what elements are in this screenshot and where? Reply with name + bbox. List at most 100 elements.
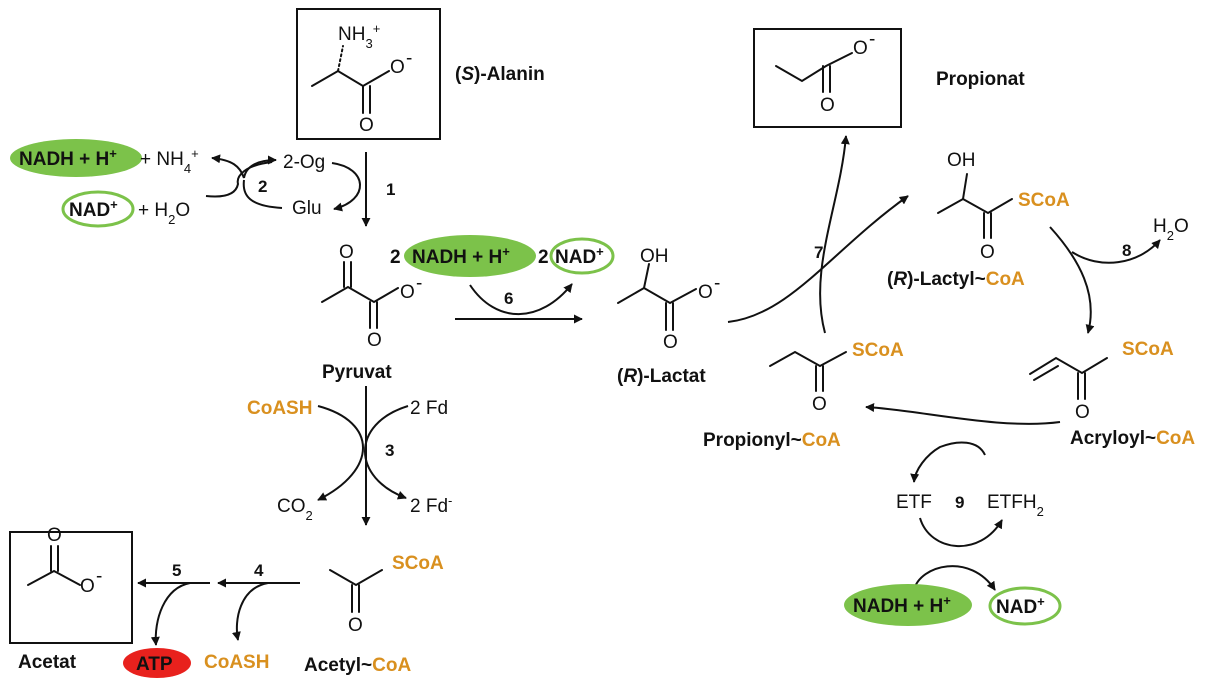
- acetate-label: Acetat: [18, 652, 77, 673]
- step4-coash-arrow: [232, 582, 269, 641]
- step3-coash-to-co2: [317, 405, 364, 501]
- svg-text:-: -: [96, 566, 102, 587]
- svg-text:O: O: [663, 332, 678, 353]
- lactate-label: (R)-Lactat: [617, 366, 706, 387]
- svg-text:O: O: [339, 242, 354, 263]
- svg-text:O: O: [980, 242, 995, 263]
- svg-text:O: O: [400, 282, 415, 303]
- nad-ring-step9: [988, 586, 1062, 626]
- etfh2-label: ETFH2: [987, 492, 1044, 519]
- svg-text:SCoA: SCoA: [392, 553, 444, 574]
- step9-etfh2-to-etf: [910, 441, 986, 483]
- svg-text:-: -: [869, 29, 875, 50]
- step4-number: 4: [254, 561, 264, 580]
- step2-arrow-og: [243, 155, 277, 179]
- glu-label: Glu: [292, 198, 322, 219]
- h2o-label-step8: H2O: [1153, 216, 1189, 243]
- acryloyl-coa-structure: O SCoA: [1029, 339, 1174, 423]
- svg-text:OH: OH: [640, 246, 669, 267]
- acetyl-coa-structure: O SCoA: [329, 553, 444, 636]
- acetyl-coa-label: Acetyl~CoA: [304, 655, 411, 676]
- lactate-structure: OH O - O: [617, 246, 720, 353]
- acetate-box: [9, 531, 133, 644]
- svg-text:O: O: [820, 95, 835, 116]
- atp-pill: [123, 648, 191, 678]
- svg-text:-: -: [406, 48, 412, 69]
- svg-text:O: O: [812, 394, 827, 415]
- step9-main-arrow: [865, 402, 1061, 425]
- nad-label-step2: NAD+: [69, 197, 118, 222]
- lactyl-coa-structure: OH O SCoA: [937, 150, 1070, 263]
- svg-text:SCoA: SCoA: [1018, 190, 1070, 211]
- nad-label-step9: NAD+: [996, 594, 1045, 619]
- propionate-structure: O - O: [753, 28, 902, 128]
- svg-text:SCoA: SCoA: [1122, 339, 1174, 360]
- step8-number: 8: [1122, 241, 1131, 260]
- nad-ring-step2: [61, 190, 135, 228]
- svg-text:O: O: [359, 115, 374, 136]
- step9-nadh-to-nad: [913, 565, 996, 591]
- step2-arrow-top: [205, 161, 273, 198]
- propionyl-coa-label: Propionyl~CoA: [703, 430, 841, 451]
- step2-arrow-to-nadh: [211, 154, 245, 179]
- two-fd-label: 2 Fd: [410, 398, 448, 419]
- h2o-label-step2: + H2O: [138, 200, 190, 227]
- step2-number: 2: [258, 177, 267, 196]
- step6-nadh-to-nad: [469, 283, 573, 316]
- propionate-box: [753, 28, 902, 128]
- propionyl-coa-structure: O SCoA: [769, 340, 904, 415]
- step3-number: 3: [385, 441, 394, 460]
- svg-text:-: -: [714, 273, 720, 294]
- alanine-label: (S)-Alanin: [455, 64, 545, 85]
- lactyl-coa-label: (R)-Lactyl~CoA: [887, 269, 1025, 290]
- nadh-pill-step2: [10, 139, 142, 177]
- step8-h2o-arrow: [1071, 239, 1161, 264]
- pyruvate-label: Pyruvat: [322, 362, 392, 383]
- og-glu-arrow: [331, 162, 361, 212]
- step6-two-b: 2: [538, 247, 549, 268]
- acryloyl-coa-label: Acryloyl~CoA: [1070, 428, 1195, 449]
- step6-number: 6: [504, 289, 513, 308]
- propionate-label: Propionat: [936, 69, 1025, 90]
- two-og-label: 2-Og: [283, 152, 325, 173]
- step8-arrow: [1049, 226, 1095, 334]
- nad-ring-step6: [549, 237, 615, 275]
- co2-label: CO2: [277, 496, 313, 523]
- svg-text:O: O: [1075, 402, 1090, 423]
- nadh-label-step9: NADH + H+: [853, 593, 951, 618]
- acetate-structure: O - O: [9, 525, 133, 644]
- svg-text:OH: OH: [947, 150, 976, 171]
- svg-text:O: O: [698, 282, 713, 303]
- step5-number: 5: [172, 561, 181, 580]
- pyruvate-structure: O O - O: [321, 242, 422, 351]
- step7-arrow-propionyl-to-propionat: [819, 135, 850, 334]
- coash-label-step4: CoASH: [204, 652, 269, 673]
- etf-label: ETF: [896, 492, 932, 513]
- svg-text:O: O: [348, 615, 363, 636]
- alanine-structure: NH3+ O - O: [296, 8, 441, 140]
- svg-text:O: O: [47, 525, 62, 546]
- svg-text:-: -: [416, 273, 422, 294]
- coash-label-step3: CoASH: [247, 398, 312, 419]
- step9-number: 9: [955, 493, 964, 512]
- step7-arrow-lactat-to-lactyl: [727, 195, 909, 323]
- nadh-pill-step9: [844, 584, 972, 626]
- two-fd-red-label: 2 Fd-: [410, 493, 452, 518]
- svg-text:O: O: [367, 330, 382, 351]
- step7-number: 7: [814, 243, 823, 262]
- svg-text:NH3+: NH3+: [338, 21, 380, 51]
- step2-arrow-from-nad: [242, 179, 283, 209]
- svg-text:O: O: [853, 38, 868, 59]
- nadh-label-step2: NADH + H+: [19, 146, 117, 171]
- step5-atp-arrow: [150, 582, 191, 646]
- step9-etf-to-etfh2: [919, 517, 1003, 547]
- nh4-label: + NH4+: [140, 146, 199, 176]
- alanine-box: [296, 8, 441, 140]
- nad-label-step6: NAD+: [555, 244, 604, 269]
- step3-fd-to-fd-red: [364, 405, 409, 500]
- step6-two-a: 2: [390, 247, 401, 268]
- atp-label: ATP: [136, 654, 173, 675]
- nadh-pill-step6: [404, 235, 536, 277]
- svg-text:O: O: [80, 576, 95, 597]
